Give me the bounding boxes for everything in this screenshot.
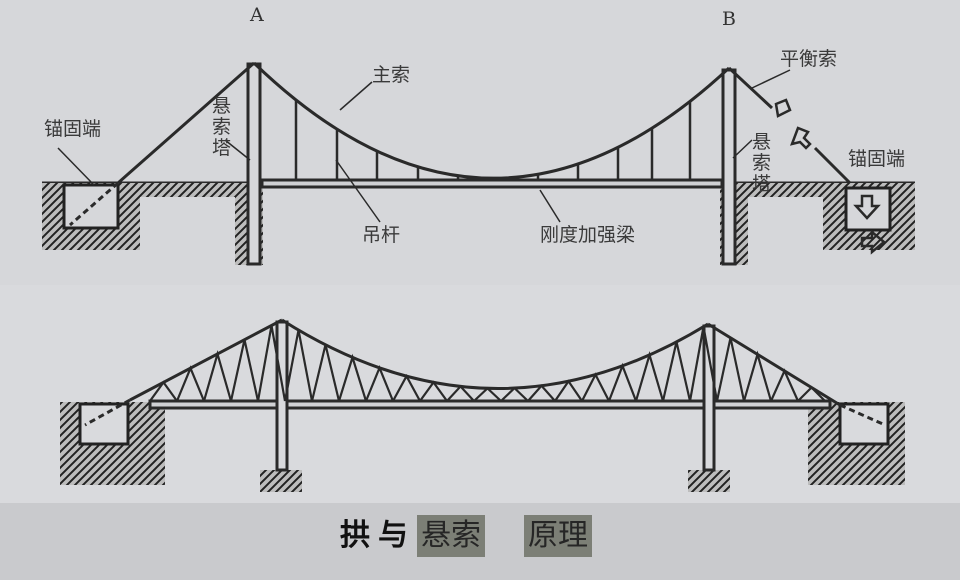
ground-hatch	[748, 183, 823, 197]
truss-member	[337, 353, 368, 402]
truss-member	[175, 365, 206, 402]
tower-left-label: 悬索塔	[212, 95, 232, 159]
point-a-label: A	[250, 4, 264, 26]
truss-member	[364, 364, 395, 402]
tower-right-foundation	[688, 470, 730, 492]
tower-right-label: 悬索塔	[752, 131, 772, 195]
right-anchor-block	[844, 186, 892, 232]
truss-member	[554, 379, 583, 402]
truss-member	[634, 351, 665, 402]
truss-member	[229, 339, 260, 402]
caption-text: 拱与	[340, 518, 416, 553]
truss-member	[149, 380, 178, 402]
balance-cable-label: 平衡索	[780, 48, 838, 70]
tower-left-foundation	[260, 470, 302, 492]
truss-member	[688, 326, 719, 402]
truss-member	[742, 350, 773, 402]
anchor-end-right-label: 锚固端	[848, 148, 906, 170]
truss-member	[769, 368, 800, 402]
truss-member	[310, 344, 341, 402]
truss-member	[500, 386, 529, 402]
truss-member	[283, 329, 314, 402]
leader-line	[57, 147, 95, 186]
truss-member	[473, 386, 502, 402]
leader-line	[732, 139, 753, 159]
anchor-cable	[839, 403, 886, 427]
truss-member	[607, 362, 638, 402]
truss-member	[392, 373, 421, 402]
reaction-arrow-icon	[789, 126, 812, 150]
truss-member	[661, 341, 692, 402]
truss-member	[202, 349, 233, 402]
truss-member	[446, 384, 475, 402]
truss-member	[797, 385, 826, 402]
anchor-cable	[84, 398, 131, 427]
truss-member	[715, 337, 746, 402]
caption-highlight-suspension: 悬索	[417, 515, 485, 557]
main-cable	[252, 61, 731, 180]
caption-highlight-principle: 原理	[524, 515, 592, 557]
hanger-label: 吊杆	[362, 224, 401, 246]
left-backstay	[117, 61, 255, 185]
main-cable-label: 主索	[372, 64, 411, 86]
tower-right	[702, 324, 716, 472]
right-backstay	[707, 322, 841, 407]
truss-member	[527, 384, 556, 402]
left-anchor-cable	[69, 181, 119, 227]
leader-line	[751, 69, 791, 89]
suspension-bridge-diagram	[42, 61, 915, 266]
tower-b	[721, 68, 737, 266]
left-anchor-block	[78, 402, 130, 446]
left-backstay	[129, 318, 283, 402]
truss-member	[581, 372, 610, 402]
balance-cable-lower	[813, 146, 852, 185]
truss-member	[419, 380, 448, 402]
ground-hatch	[140, 183, 235, 197]
truss-suspension-bridge-diagram	[60, 318, 905, 492]
leader-line	[335, 159, 381, 223]
anchor-end-left-label: 锚固端	[44, 118, 102, 140]
down-arrow-icon	[853, 194, 881, 220]
leader-line	[339, 81, 373, 111]
stiffening-girder-label: 刚度加强梁	[540, 224, 636, 246]
stiffening-girder	[260, 178, 724, 189]
right-arrow-icon	[860, 229, 886, 255]
balance-cable	[727, 66, 774, 110]
leader-line	[539, 189, 561, 223]
tension-arrow-icon	[774, 98, 792, 118]
point-b-label: B	[722, 8, 736, 30]
deck	[148, 399, 832, 410]
leader-line	[224, 139, 251, 161]
tower-a	[246, 62, 262, 266]
truss-member	[256, 325, 287, 402]
